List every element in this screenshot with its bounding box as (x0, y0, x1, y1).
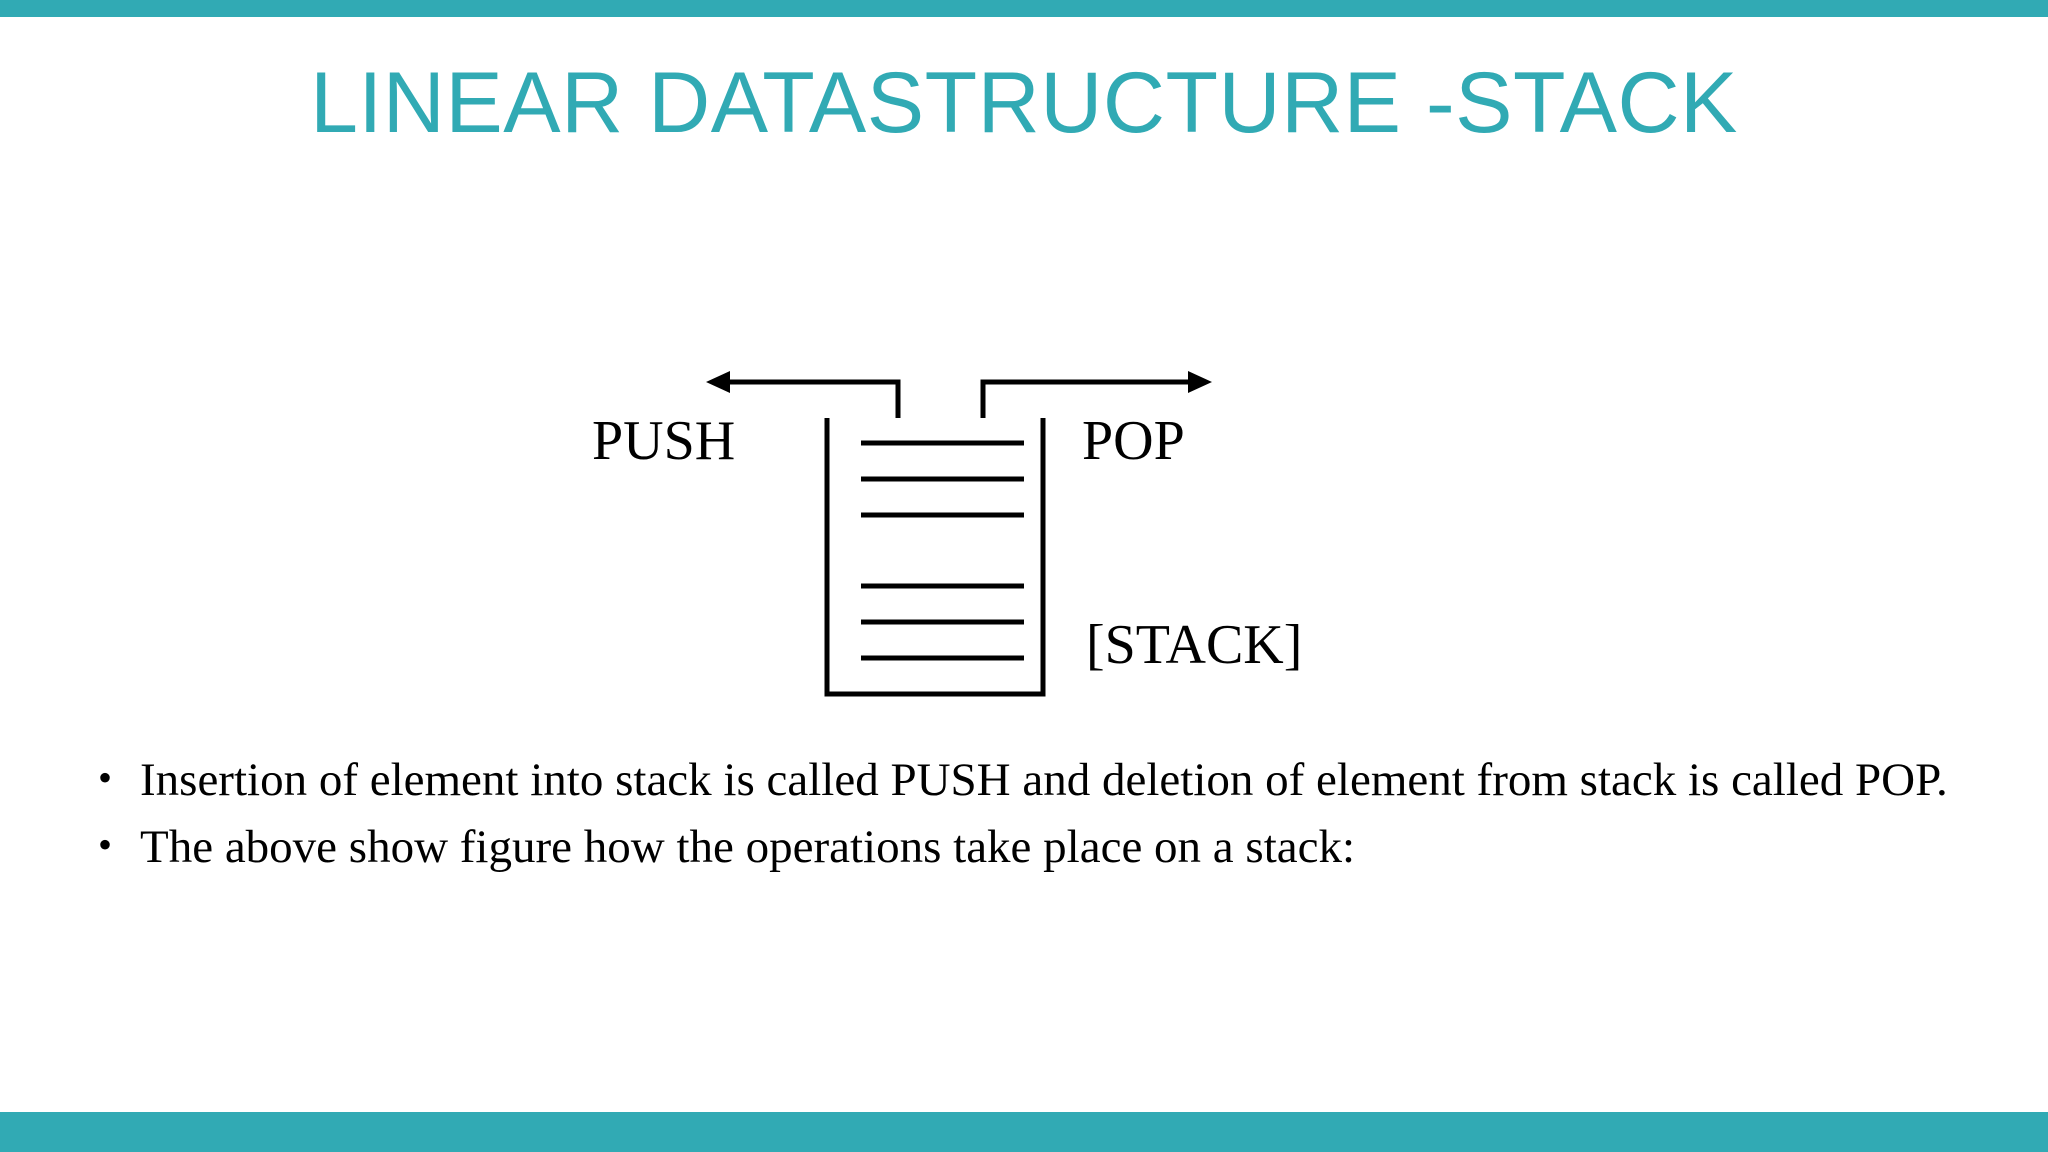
list-item-text: The above show figure how the operations… (140, 821, 1356, 874)
pop-arrow-icon (980, 371, 1212, 418)
bullet-list: • Insertion of element into stack is cal… (82, 750, 1962, 884)
list-item: • Insertion of element into stack is cal… (82, 750, 1962, 811)
list-item: • The above show figure how the operatio… (82, 817, 1962, 878)
stack-container-shape (824, 418, 1046, 697)
page-title: LINEAR DATASTRUCTURE -STACK (310, 55, 1738, 151)
bottom-accent-bar (0, 1112, 2048, 1152)
bullet-glyph-icon: • (98, 822, 113, 868)
stack-slot-lines (861, 440, 1024, 661)
top-accent-bar (0, 0, 2048, 17)
list-item-text: Insertion of element into stack is calle… (140, 754, 1948, 806)
push-arrow-icon (706, 371, 901, 418)
bullet-glyph-icon: • (98, 755, 113, 801)
stack-label: [STACK] (1086, 614, 1303, 676)
pop-label: POP (1082, 410, 1185, 472)
push-label: PUSH (592, 410, 736, 472)
